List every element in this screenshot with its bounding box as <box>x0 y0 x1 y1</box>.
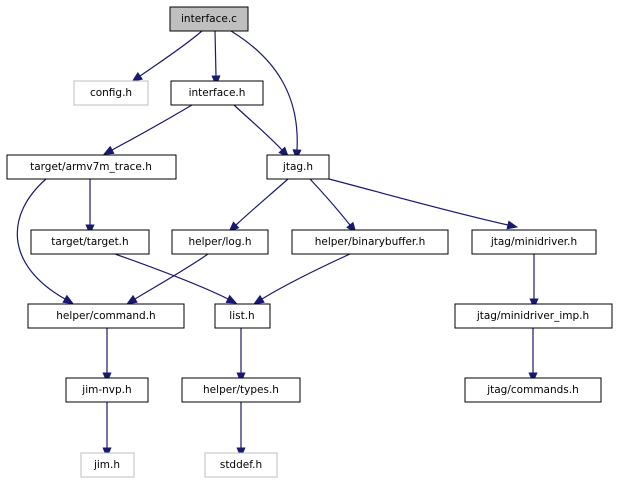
node-minidriver-imp-h[interactable]: jtag/minidriver_imp.h <box>454 303 613 329</box>
node-label-jim-nvp-h: jim-nvp.h <box>81 384 131 396</box>
node-jim-nvp-h[interactable]: jim-nvp.h <box>65 377 149 403</box>
edge-line <box>111 104 193 151</box>
node-config-h[interactable]: config.h <box>73 80 149 106</box>
node-label-jim-h: jim.h <box>93 459 120 471</box>
arrowhead-icon <box>126 294 138 305</box>
node-label-minidriver-imp-h: jtag/minidriver_imp.h <box>476 310 589 322</box>
arrowhead-icon <box>225 294 238 304</box>
edge-line <box>134 253 209 300</box>
edge-minidriver-h-to-minidriver-imp-h <box>529 254 539 310</box>
node-minidriver-h[interactable]: jtag/minidriver.h <box>471 229 597 255</box>
arrowhead-icon <box>506 220 519 230</box>
edge-target-h-to-list-h <box>114 253 238 304</box>
node-label-commands-h: jtag/commands.h <box>486 384 579 396</box>
node-interface-c[interactable]: interface.c <box>169 6 249 32</box>
edge-jim-nvp-h-to-jim-h <box>102 402 112 459</box>
edge-line <box>139 30 203 77</box>
node-binarybuffer-h[interactable]: helper/binarybuffer.h <box>291 229 449 255</box>
node-interface-h[interactable]: interface.h <box>170 80 264 106</box>
arrowhead-icon <box>131 71 144 82</box>
edge-binarybuffer-h-to-list-h <box>253 253 351 305</box>
node-types-h[interactable]: helper/types.h <box>181 377 301 403</box>
edge-log-h-to-command-h <box>126 253 209 305</box>
arrowhead-icon <box>253 294 265 305</box>
nodes-layer: interface.c config.h interface.h target/… <box>6 6 613 478</box>
node-label-armv7m-trace-h: target/armv7m_trace.h <box>30 161 152 173</box>
node-command-h[interactable]: helper/command.h <box>27 303 185 329</box>
edge-line <box>214 30 217 77</box>
edge-armv7m-trace-h-to-target-h <box>85 179 95 236</box>
node-label-interface-c: interface.c <box>181 13 237 25</box>
edge-list-h-to-types-h <box>236 328 246 384</box>
edge-jtag-h-to-binarybuffer-h <box>309 178 357 234</box>
node-jtag-h[interactable]: jtag.h <box>266 154 330 180</box>
node-label-config-h: config.h <box>90 87 132 99</box>
node-armv7m-trace-h[interactable]: target/armv7m_trace.h <box>6 154 177 180</box>
edge-jtag-h-to-minidriver-h <box>328 178 519 230</box>
edges-layer <box>16 30 539 459</box>
edge-line <box>328 178 509 226</box>
node-label-stddef-h: stddef.h <box>220 459 262 471</box>
node-label-binarybuffer-h: helper/binarybuffer.h <box>315 236 426 248</box>
edge-interface-c-to-config-h <box>131 30 203 82</box>
edge-line <box>261 253 351 300</box>
edge-line <box>235 178 289 226</box>
arrowhead-icon <box>62 294 74 305</box>
edge-command-h-to-jim-nvp-h <box>102 328 112 384</box>
edge-line <box>16 178 66 300</box>
node-jim-h[interactable]: jim.h <box>80 452 135 478</box>
arrowhead-icon <box>102 145 115 155</box>
edge-interface-h-to-armv7m-trace-h <box>102 104 193 155</box>
edge-line <box>230 30 298 151</box>
edge-line <box>233 104 283 151</box>
edge-line <box>309 178 351 226</box>
node-label-jtag-h: jtag.h <box>282 161 313 173</box>
node-label-interface-h: interface.h <box>189 87 246 99</box>
node-label-minidriver-h: jtag/minidriver.h <box>490 236 577 248</box>
node-label-command-h: helper/command.h <box>56 310 155 322</box>
edge-armv7m-trace-h-to-command-h <box>16 178 74 305</box>
node-log-h[interactable]: helper/log.h <box>171 229 269 255</box>
node-label-list-h: list.h <box>229 310 254 322</box>
node-target-h[interactable]: target/target.h <box>30 229 150 255</box>
edge-interface-h-to-jtag-h <box>233 104 290 158</box>
node-label-log-h: helper/log.h <box>188 236 251 248</box>
node-list-h[interactable]: list.h <box>214 303 271 329</box>
edge-types-h-to-stddef-h <box>236 402 246 459</box>
node-stddef-h[interactable]: stddef.h <box>204 452 278 478</box>
arrowhead-icon <box>228 221 240 233</box>
node-commands-h[interactable]: jtag/commands.h <box>464 377 602 403</box>
edge-minidriver-imp-h-to-commands-h <box>528 328 538 384</box>
edge-jtag-h-to-log-h <box>228 178 289 233</box>
edge-line <box>114 253 229 300</box>
node-label-types-h: helper/types.h <box>203 384 279 396</box>
edge-interface-c-to-interface-h <box>211 30 221 87</box>
node-label-target-h: target/target.h <box>51 236 128 248</box>
